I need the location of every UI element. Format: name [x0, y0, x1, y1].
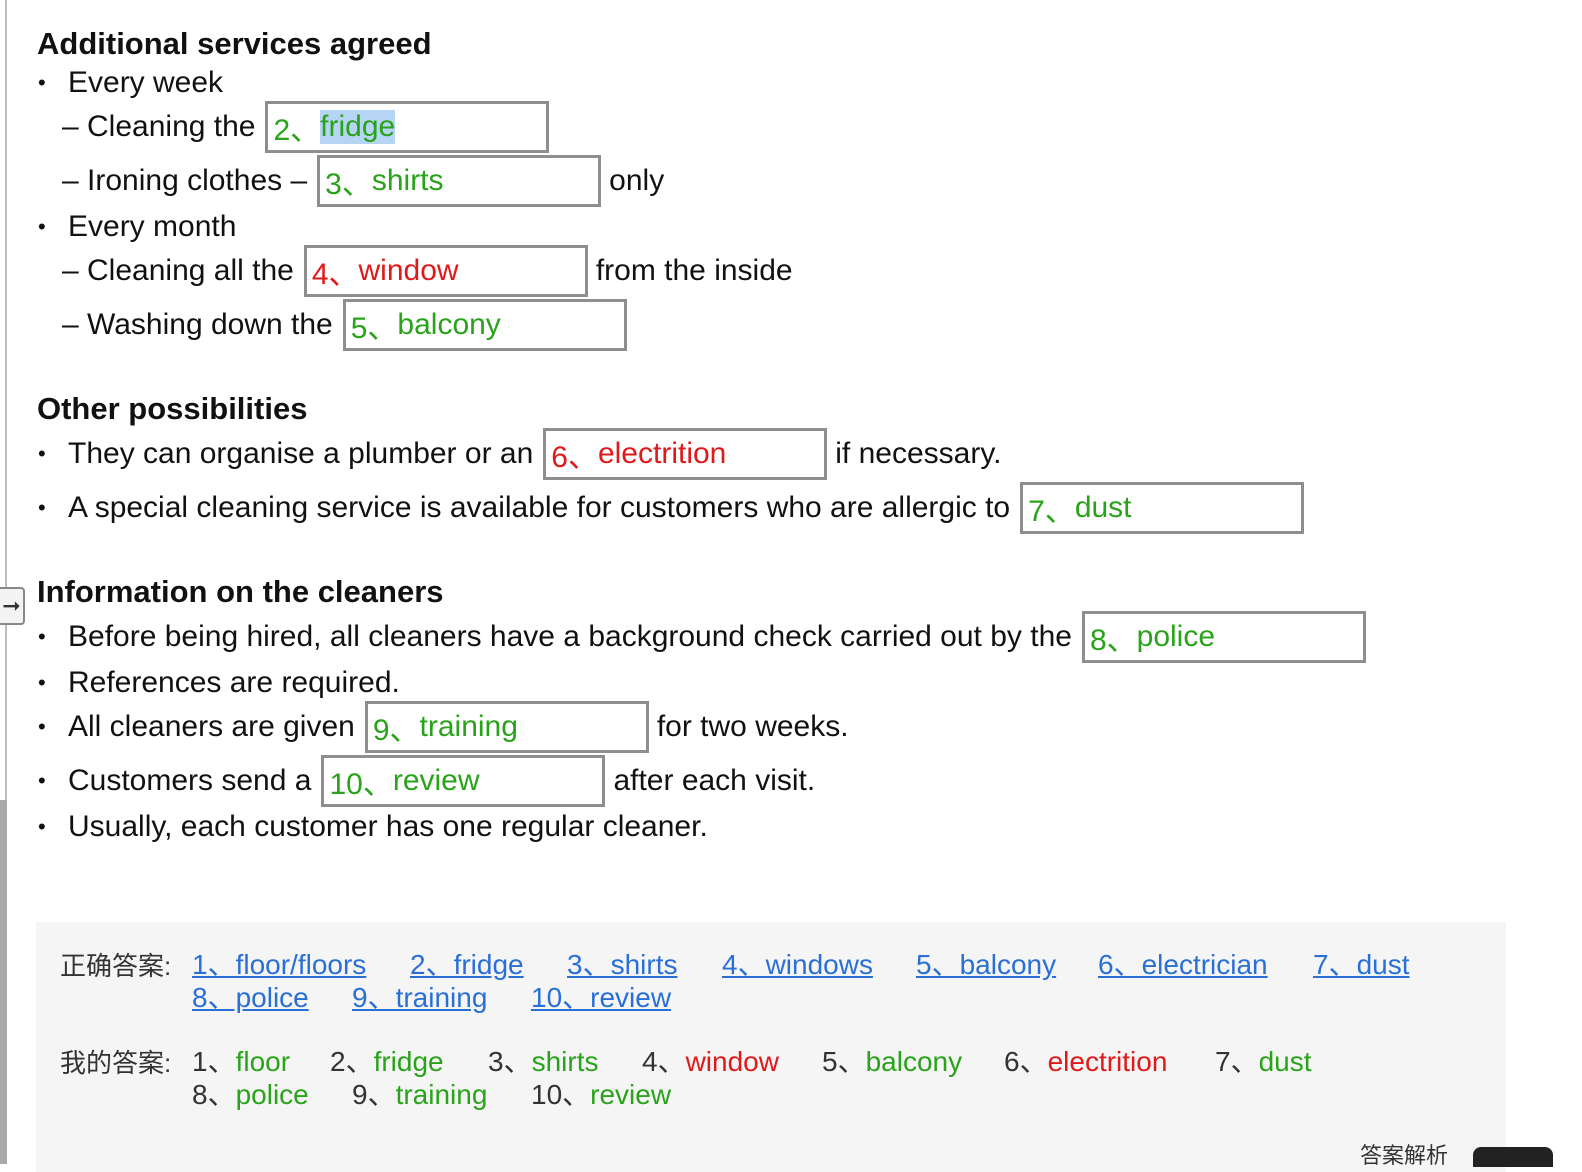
text-washing: – Washing down the 5、balcony: [62, 299, 635, 351]
blank-6[interactable]: 6、electrition: [543, 428, 828, 480]
correct-answer-7[interactable]: 7、dust: [1313, 949, 1410, 980]
text-regular: Usually, each customer has one regular c…: [68, 810, 708, 843]
bullet: •: [38, 214, 46, 239]
correct-answer-label: 正确答案:: [60, 951, 172, 981]
bullet: •: [38, 714, 46, 739]
blank-10[interactable]: 10、review: [321, 755, 606, 807]
bottom-button[interactable]: [1473, 1147, 1553, 1167]
correct-answer-5[interactable]: 5、balcony: [916, 949, 1057, 980]
bullet: •: [38, 624, 46, 649]
my-answer-4: 4、window: [642, 1046, 779, 1077]
blank-9[interactable]: 9、training: [364, 701, 649, 753]
arrow-right-icon[interactable]: ➞: [0, 587, 25, 625]
text-cleaning-the: – Cleaning the 2、fridge: [62, 101, 557, 153]
text-background: Before being hired, all cleaners have a …: [68, 611, 1374, 663]
my-answer-8: 8、police: [192, 1079, 309, 1110]
correct-answer-1[interactable]: 1、floor/floors: [192, 949, 367, 980]
my-answer-label: 我的答案:: [60, 1048, 172, 1078]
my-answer-1: 1、floor: [192, 1046, 291, 1077]
text-send: Customers send a 10、review after each vi…: [68, 755, 815, 807]
blank-5[interactable]: 5、balcony: [342, 299, 627, 351]
section-heading-additional: Additional services agreed: [37, 26, 432, 61]
text-ironing: – Ironing clothes – 3、shirts only: [62, 155, 664, 207]
correct-answer-6[interactable]: 6、electrician: [1098, 949, 1268, 980]
blank-4[interactable]: 4、window: [303, 245, 588, 297]
correct-answer-3[interactable]: 3、shirts: [567, 949, 678, 980]
bullet: •: [38, 670, 46, 695]
bullet: •: [38, 70, 46, 95]
section-heading-other: Other possibilities: [37, 391, 308, 426]
correct-answer-9[interactable]: 9、training: [352, 982, 488, 1013]
blank-2[interactable]: 2、fridge: [265, 101, 550, 153]
text-given: All cleaners are given 9、training for tw…: [68, 701, 849, 753]
bullet: •: [38, 441, 46, 466]
my-answer-10: 10、review: [531, 1079, 672, 1110]
answer-panel: 正确答案: 1、floor/floors 2、fridge 3、shirts 4…: [36, 922, 1506, 1172]
analysis-label[interactable]: 答案解析: [1360, 1143, 1449, 1168]
text-every-month: Every month: [68, 210, 237, 243]
blank-3[interactable]: 3、shirts: [317, 155, 602, 207]
text-references: References are required.: [68, 666, 400, 699]
correct-answer-8[interactable]: 8、police: [192, 982, 309, 1013]
text-allergic: A special cleaning service is available …: [68, 482, 1312, 534]
bullet: •: [38, 814, 46, 839]
correct-answer-4[interactable]: 4、windows: [722, 949, 873, 980]
my-answer-2: 2、fridge: [330, 1046, 444, 1077]
bullet: •: [38, 768, 46, 793]
correct-answer-2[interactable]: 2、fridge: [410, 949, 524, 980]
my-answer-9: 9、training: [352, 1079, 488, 1110]
left-border: [5, 0, 7, 800]
text-cleaning-all: – Cleaning all the 4、window from the ins…: [62, 245, 793, 297]
correct-answer-10[interactable]: 10、review: [531, 982, 672, 1013]
text-plumber: They can organise a plumber or an 6、elec…: [68, 428, 1001, 480]
my-answer-6: 6、electrition: [1004, 1046, 1168, 1077]
section-heading-info: Information on the cleaners: [37, 574, 444, 609]
blank-7[interactable]: 7、dust: [1020, 482, 1305, 534]
text-every-week: Every week: [68, 66, 224, 99]
bullet: •: [38, 495, 46, 520]
my-answer-3: 3、shirts: [488, 1046, 599, 1077]
my-answer-5: 5、balcony: [822, 1046, 963, 1077]
left-scrollbar[interactable]: [0, 800, 7, 1164]
blank-8[interactable]: 8、police: [1081, 611, 1366, 663]
my-answer-7: 7、dust: [1215, 1046, 1312, 1077]
